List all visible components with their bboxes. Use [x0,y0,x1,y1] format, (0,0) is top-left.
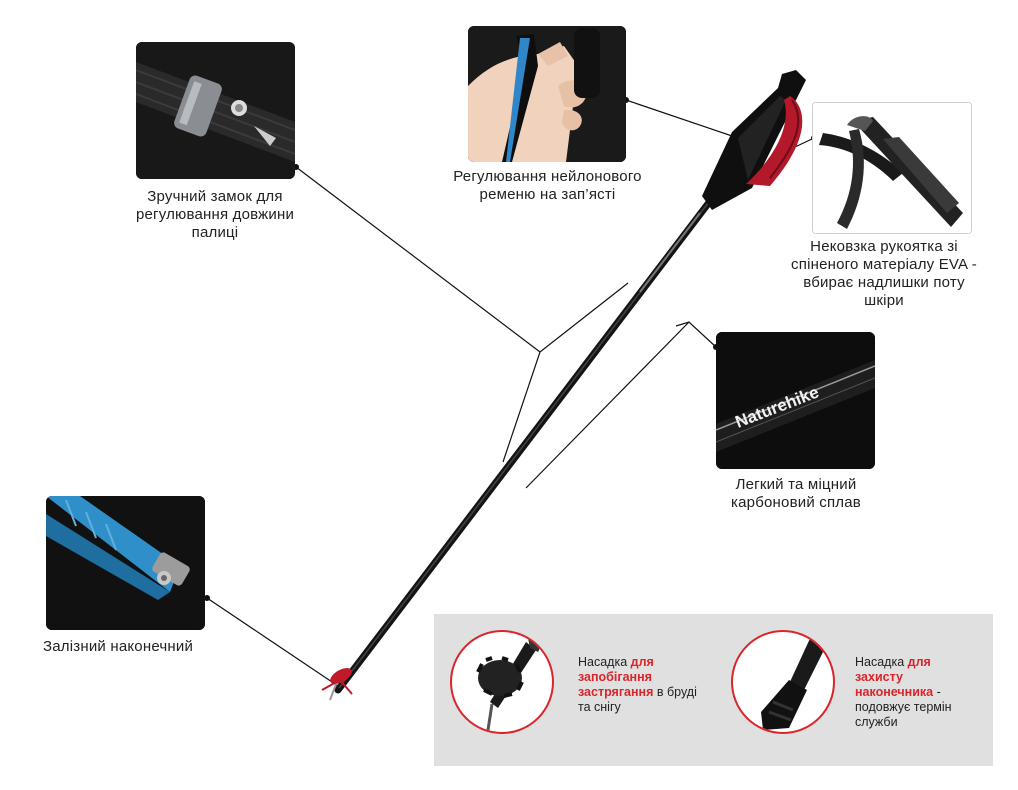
strap-photo [468,26,626,162]
mud-basket-circle [450,630,554,734]
tip-protector-text: Насадка для захисту наконечника - подовж… [855,655,975,730]
attachment-text-suffix: в бруді та снігу [578,685,697,714]
carbon-photo: Naturehike [716,332,875,469]
pole-shaft [334,184,724,694]
attachment-text-highlight: для запобігання застрягання [578,655,654,699]
caption-line: Нековзка рукоятка зі [810,238,958,255]
tip-protector-icon [761,632,829,730]
caption-line: Зручний замок для [147,188,283,205]
attachments-panel: Насадка для запобігання застрягання в бр… [434,614,993,766]
tip-photo [46,496,205,630]
carbon-caption: Легкий та міцний карбоновий сплав [676,476,916,512]
leader-line-carbon-branch [525,321,690,489]
leader-line-tip [206,597,339,687]
caption-line: регулювання довжини [135,206,295,223]
leader-line-lock-branch [502,351,541,463]
attachment-text-prefix: Насадка [855,655,908,669]
caption-line: Регулювання нейлонового [453,168,642,185]
pole-basket [321,668,353,701]
caption-line: спіненого матеріалу EVA - [791,256,977,273]
caption-line: палиці [191,224,239,241]
mud-basket-text: Насадка для запобігання застрягання в бр… [578,655,700,715]
tip-caption: Залізний наконечний [8,638,228,656]
caption-line: Залізний наконечний [42,638,194,655]
tip-protector-circle [731,630,835,734]
grip-photo [812,102,972,234]
lock-caption: Зручний замок для регулювання довжини па… [100,188,330,242]
mud-basket-icon [476,638,540,731]
leader-lines [206,99,815,687]
attachment-text-prefix: Насадка [578,655,631,669]
lock-photo [136,42,295,179]
strap-caption: Регулювання нейлонового ременю на зап’яс… [420,168,675,204]
caption-line: ременю на зап’ясті [479,186,616,203]
caption-line: вбирає надлишки поту [803,274,965,291]
attachment-text-suffix: - подовжує термін служби [855,685,952,729]
pole-handle [702,70,806,210]
caption-line: шкіри [864,292,904,309]
caption-line: Легкий та міцний [735,476,857,493]
attachment-text-highlight: для захисту наконечника [855,655,934,699]
leader-line-carbon [675,321,717,348]
leader-line-strap [625,99,736,138]
caption-line: карбоновий сплав [731,494,861,511]
grip-caption: Нековзка рукоятка зі спіненого матеріалу… [764,238,1004,310]
leader-line-grip [794,137,815,148]
